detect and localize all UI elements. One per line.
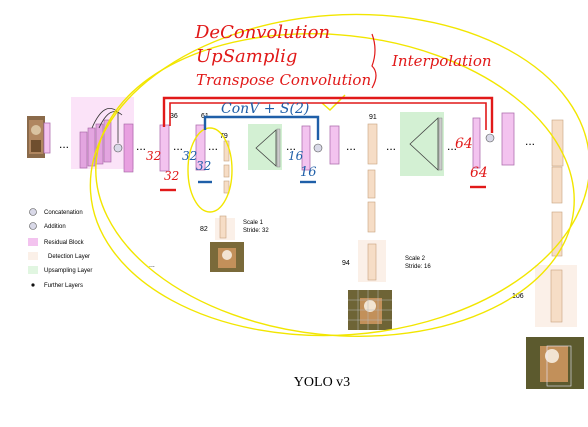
scale-1-title: Scale 1 [243, 220, 264, 226]
dots-1: ... [59, 137, 69, 151]
layer-79-block [223, 140, 230, 162]
yellow-annotation-ellipses [89, 13, 588, 337]
scale-1-stride: Stride: 32 [243, 228, 269, 234]
blue-32-a: 32 [182, 149, 197, 163]
dots-5: ... [286, 139, 296, 153]
red-skip-connection [162, 96, 494, 133]
text-transpose-conv: Transpose Convolution [196, 71, 371, 89]
red-32-a: 32 [146, 149, 161, 163]
dots-legend: ... [149, 262, 155, 269]
layer-106-block [550, 269, 563, 323]
legend-detection: Detection Layer [48, 254, 90, 260]
layer-91-block [367, 123, 378, 165]
blue-bracket [203, 115, 320, 140]
diagram-title: YOLO v3 [294, 375, 350, 390]
dots-9: ... [525, 134, 535, 148]
legend-concatenation: Concatenation [44, 210, 83, 216]
text-deconvolution: DeConvolution [194, 22, 330, 43]
blue-32-b: 32 [196, 159, 211, 173]
text-conv-s2: ConV + S(2) [221, 101, 309, 117]
legend-addition: Addition [44, 224, 66, 230]
layer-94-block [367, 243, 377, 281]
input-image [27, 116, 45, 158]
layer-after-concat-2 [501, 112, 515, 166]
dots-2: ... [136, 139, 146, 153]
scale-2-output-image [348, 290, 392, 330]
dots-3: ... [173, 139, 183, 153]
layer-82-block [219, 215, 227, 239]
first-conv-layer [43, 122, 51, 154]
legend-residual: Residual Block [44, 240, 85, 246]
concatenation-node-2 [485, 133, 495, 143]
scale-3-output-image [526, 337, 584, 389]
layer-61-block [195, 124, 206, 171]
text-interpolation: Interpolation [391, 52, 492, 70]
layer-36: 36 [170, 113, 178, 120]
legend: Concatenation Addition Residual Block De… [28, 208, 92, 289]
layer-106: 106 [512, 293, 524, 300]
residual-swatch [28, 238, 38, 246]
detection-swatch [28, 252, 38, 260]
blue-16-a: 16 [288, 149, 304, 163]
layer-82: 82 [200, 226, 208, 233]
upsampling-block-2 [400, 112, 444, 176]
concatenation-icon [29, 208, 37, 216]
red-64-b: 64 [470, 165, 488, 181]
detect-stack-1a [223, 164, 230, 178]
dots-4: ... [208, 139, 218, 153]
red-64-a: 64 [455, 136, 473, 152]
legend-upsampling: Upsampling Layer [44, 268, 92, 274]
dots-7: ... [386, 139, 396, 153]
scale-2-title: Scale 2 [405, 256, 426, 262]
scale-2-stride: Stride: 16 [405, 264, 431, 270]
upsampling-swatch [28, 266, 38, 274]
text-upsampling: UpSamplig [196, 46, 297, 67]
final-detect-2 [551, 166, 563, 204]
dots-8: ... [447, 139, 457, 153]
layer-concat-2-block [472, 117, 481, 169]
layer-after-concat-1 [329, 125, 340, 165]
detect-stack-2b [367, 201, 376, 233]
legend-further: Further Layers [44, 283, 83, 289]
concatenation-node-1 [313, 143, 323, 153]
layer-94: 94 [342, 260, 350, 267]
dots-6: ... [346, 139, 356, 153]
upsampling-block-1 [248, 124, 282, 170]
detect-stack-1b [223, 180, 230, 194]
blue-16-b: 16 [300, 165, 317, 180]
addition-icon [29, 222, 37, 230]
layer-91: 91 [369, 114, 377, 121]
layer-concat-1-block [301, 125, 311, 171]
layer-36-block [159, 124, 170, 172]
detect-stack-2a [367, 169, 376, 199]
blue-annotations [198, 115, 320, 184]
red-annotations [160, 33, 494, 192]
red-32-b: 32 [164, 169, 179, 183]
scale-1-output-image [210, 242, 244, 272]
further-layers-icon [31, 283, 35, 287]
